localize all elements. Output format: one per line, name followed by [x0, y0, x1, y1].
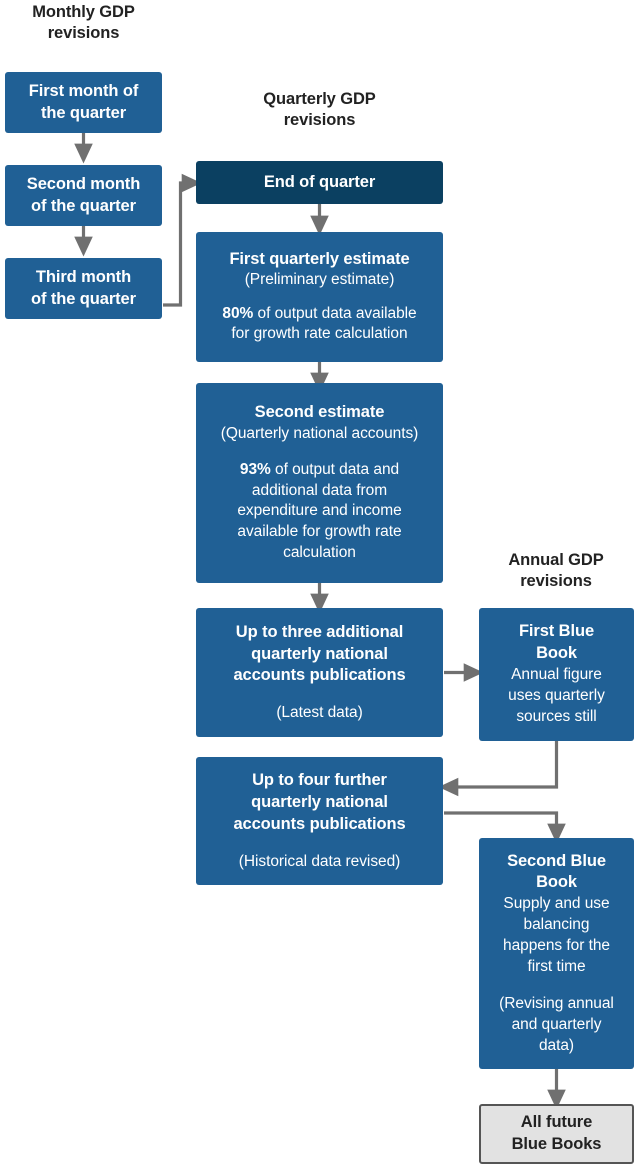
- node-second-blue-book-detail-line3: happens for the: [503, 936, 610, 954]
- node-first-blue-book-detail-line3: sources still: [516, 707, 597, 725]
- node-third-month-title-line2: of the quarter: [31, 289, 136, 308]
- heading-monthly-gdp-revisions: Monthly GDP revisions: [5, 2, 162, 44]
- node-end-of-quarter[interactable]: End of quarter: [196, 161, 443, 204]
- node-first-quarterly-estimate-detail-line1: 80% of output data available: [222, 304, 416, 325]
- heading-monthly-line2: revisions: [47, 24, 120, 43]
- node-second-month-of-the-quarter[interactable]: Second month of the quarter: [5, 165, 162, 226]
- node-second-blue-book-title-line2: Book: [536, 873, 577, 892]
- heading-annual-line1: Annual GDP: [508, 551, 604, 569]
- node-second-blue-book-detail-line5: (Revising annual: [499, 994, 614, 1012]
- node-second-estimate-detail-line5: calculation: [283, 544, 356, 562]
- node-second-blue-book-detail-line2: balancing: [523, 915, 590, 933]
- node-four-further-subtitle: (Historical data revised): [238, 852, 401, 870]
- node-second-estimate-detail-line3: expenditure and income: [237, 502, 402, 520]
- node-all-future-blue-books-title-line1: All future: [520, 1113, 593, 1132]
- node-first-month-of-the-quarter[interactable]: First month of the quarter: [5, 72, 162, 133]
- node-second-blue-book-detail-line4: first time: [527, 957, 586, 975]
- node-first-quarterly-estimate[interactable]: First quarterly estimate (Preliminary es…: [196, 232, 443, 362]
- node-three-additional-subtitle: (Latest data): [276, 704, 363, 722]
- node-third-month-title-line1: Third month: [35, 267, 132, 286]
- node-first-quarterly-estimate-stat: 80%: [222, 304, 254, 322]
- edge-first-blue-book-to-four-further: [438, 741, 559, 797]
- node-three-additional-title-line1: Up to three additional: [235, 622, 404, 641]
- node-second-estimate-detail-line2: additional data from: [251, 481, 388, 499]
- node-all-future-blue-books-title-line2: Blue Books: [511, 1135, 602, 1153]
- node-second-estimate-subtitle: (Quarterly national accounts): [220, 424, 419, 442]
- node-first-quarterly-estimate-title: First quarterly estimate: [229, 249, 410, 268]
- node-second-blue-book[interactable]: Second Blue Book Supply and use balancin…: [479, 838, 634, 1069]
- node-second-blue-book-detail-line1: Supply and use: [503, 895, 610, 913]
- node-first-quarterly-estimate-detail-line2: for growth rate calculation: [231, 325, 408, 343]
- node-four-further-title-line2: quarterly national: [251, 793, 388, 812]
- heading-annual-gdp-revisions: Annual GDP revisions: [470, 550, 640, 592]
- node-first-quarterly-estimate-subtitle: (Preliminary estimate): [244, 271, 395, 289]
- node-four-further-title-line3: accounts publications: [233, 814, 406, 833]
- node-second-estimate[interactable]: Second estimate (Quarterly national acco…: [196, 383, 443, 583]
- node-second-estimate-detail-line1: 93% of output data and: [240, 460, 399, 481]
- heading-quarterly-line2: revisions: [283, 111, 356, 130]
- node-first-quarterly-estimate-detail-rest: of output data available: [253, 304, 417, 322]
- node-second-estimate-detail-rest: of output data and: [270, 460, 400, 478]
- node-three-additional-title-line2: quarterly national: [251, 644, 388, 663]
- node-end-of-quarter-title: End of quarter: [263, 172, 376, 191]
- node-third-month-of-the-quarter[interactable]: Third month of the quarter: [5, 258, 162, 319]
- node-first-blue-book-detail-line1: Annual figure: [511, 665, 602, 683]
- node-second-estimate-title: Second estimate: [254, 402, 385, 421]
- node-second-estimate-stat: 93%: [239, 460, 271, 478]
- edge-third-month-to-end-of-quarter: [163, 173, 202, 307]
- node-first-blue-book-title-line2: Book: [536, 644, 577, 663]
- heading-quarterly-gdp-revisions: Quarterly GDP revisions: [196, 89, 443, 131]
- heading-annual-line2: revisions: [520, 572, 592, 591]
- node-second-month-title-line2: of the quarter: [31, 196, 136, 215]
- node-up-to-three-additional-publications[interactable]: Up to three additional quarterly nationa…: [196, 608, 443, 737]
- node-up-to-four-further-publications[interactable]: Up to four further quarterly national ac…: [196, 757, 443, 885]
- node-first-blue-book[interactable]: First Blue Book Annual figure uses quart…: [479, 608, 634, 741]
- heading-monthly-line1: Monthly GDP: [32, 3, 135, 21]
- node-first-blue-book-detail-line2: uses quarterly: [508, 686, 605, 704]
- node-first-month-title-line2: the quarter: [40, 103, 127, 122]
- node-second-blue-book-title-line1: Second Blue: [507, 851, 606, 870]
- node-first-blue-book-title-line1: First Blue: [518, 622, 595, 641]
- node-three-additional-title-line3: accounts publications: [233, 666, 406, 685]
- node-second-blue-book-detail-line7: data): [538, 1036, 575, 1054]
- node-all-future-blue-books[interactable]: All future Blue Books: [479, 1104, 634, 1164]
- node-four-further-title-line1: Up to four further: [252, 771, 387, 790]
- node-first-month-title-line1: First month of: [28, 81, 139, 100]
- edge-four-further-to-second-blue-book: [444, 811, 566, 844]
- node-second-estimate-detail-line4: available for growth rate: [237, 523, 402, 541]
- node-second-blue-book-detail-line6: and quarterly: [511, 1015, 602, 1033]
- node-second-month-title-line1: Second month: [26, 174, 141, 193]
- heading-quarterly-line1: Quarterly GDP: [263, 90, 376, 108]
